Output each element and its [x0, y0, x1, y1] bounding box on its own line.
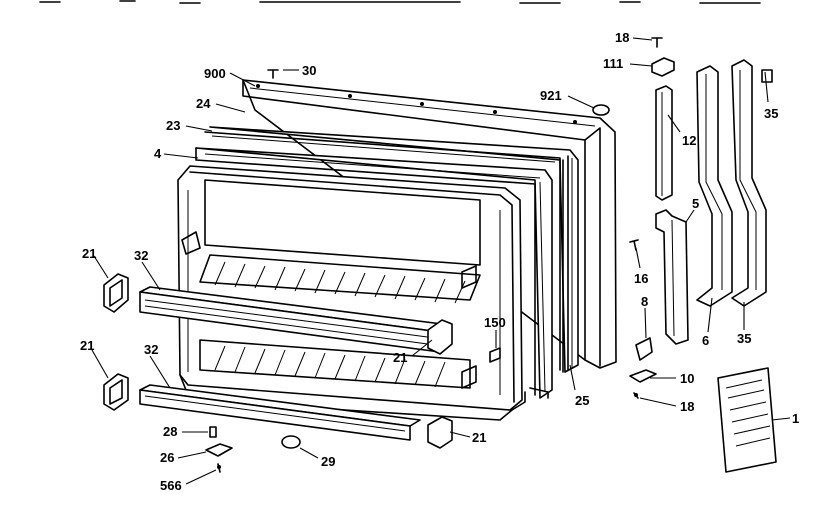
label-21-upper-right: 21: [393, 350, 407, 365]
hinge-plate-26: [205, 443, 233, 457]
top-edge-marks: [39, 0, 761, 4]
clip-150: [489, 347, 501, 363]
instruction-booklet: [717, 367, 777, 473]
label-32-upper: 32: [134, 248, 148, 263]
label-24: 24: [196, 96, 211, 111]
spacer-28: [209, 426, 217, 438]
lower-shelf-bar: [139, 384, 421, 441]
label-18-bottom: 18: [680, 399, 694, 414]
label-23: 23: [166, 118, 180, 133]
label-10: 10: [680, 371, 694, 386]
screw-30: [267, 69, 279, 79]
label-4: 4: [154, 146, 162, 161]
label-35-bottom: 35: [737, 331, 751, 346]
label-5: 5: [692, 196, 699, 211]
inner-liner-frame: [195, 147, 553, 399]
label-12: 12: [682, 133, 696, 148]
label-28: 28: [163, 424, 177, 439]
screw-18-top: [651, 37, 663, 48]
label-25: 25: [575, 393, 589, 408]
part-labels: 900 30 24 23 4 921 18 111 12 35 5 16 8 6…: [80, 30, 799, 493]
hinge-bracket-5: [655, 209, 689, 345]
label-30: 30: [302, 63, 316, 78]
screw-16: [629, 239, 639, 251]
door-handle-6: [696, 65, 733, 307]
hinge-10: [629, 369, 657, 383]
shelf-end-cap-upper-left: [103, 273, 129, 313]
label-35-top: 35: [764, 106, 778, 121]
label-29: 29: [321, 454, 335, 469]
label-26: 26: [160, 450, 174, 465]
label-21-upper-left: 21: [82, 246, 96, 261]
plug-29: [281, 435, 301, 449]
plug-921: [592, 104, 610, 116]
label-32-lower: 32: [144, 342, 158, 357]
label-900: 900: [204, 66, 226, 81]
label-18-top: 18: [615, 30, 629, 45]
label-111: 111: [603, 56, 623, 71]
screw-566: [217, 463, 221, 473]
label-1: 1: [792, 411, 799, 426]
screw-18-bottom: [633, 392, 639, 399]
label-21-lower-right: 21: [472, 430, 486, 445]
hinge-block-111: [651, 57, 675, 77]
handle-trim-35: [731, 59, 767, 307]
label-6: 6: [702, 333, 709, 348]
shelf-end-cap-lower-left: [103, 373, 129, 411]
shelf-end-cap-upper-right: [427, 319, 453, 355]
label-21-lower-left: 21: [80, 338, 94, 353]
hinge-plate-12: [655, 85, 673, 201]
door-gasket: [204, 126, 579, 373]
label-566: 566: [160, 478, 182, 493]
handle-cap-35: [761, 69, 773, 83]
label-150: 150: [484, 315, 506, 330]
label-16: 16: [634, 271, 648, 286]
shelf-end-cap-lower-right: [427, 416, 453, 449]
inner-door-liner: [177, 165, 526, 421]
leader-lines: [91, 37, 791, 485]
label-8: 8: [641, 294, 648, 309]
bracket-8: [635, 337, 653, 361]
label-921: 921: [540, 88, 562, 103]
